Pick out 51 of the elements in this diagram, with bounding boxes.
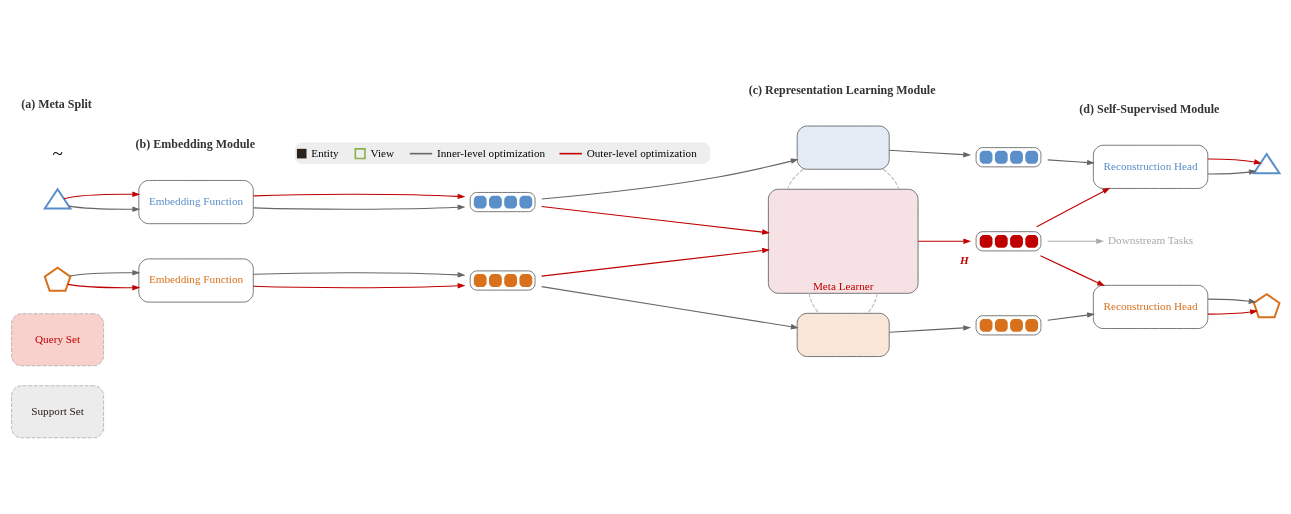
node-pentagon bbox=[1252, 292, 1281, 318]
legend-label: Entity bbox=[311, 146, 339, 159]
arrow bbox=[1047, 311, 1095, 321]
arrow bbox=[1207, 297, 1257, 304]
label: (c) Representation Learning Module bbox=[748, 82, 936, 97]
node-label: H bbox=[960, 253, 969, 266]
arrow bbox=[1036, 187, 1111, 227]
arrow bbox=[1207, 308, 1259, 315]
arrow bbox=[541, 285, 799, 329]
connector bbox=[787, 168, 804, 190]
node-box: Embedding Function bbox=[138, 179, 254, 224]
node-box: Support Set bbox=[11, 384, 104, 438]
label: ~ bbox=[52, 142, 63, 164]
arrow bbox=[888, 324, 972, 333]
arrow bbox=[1207, 168, 1257, 175]
arrow bbox=[63, 191, 141, 199]
node-box bbox=[796, 125, 890, 170]
arrow bbox=[252, 282, 466, 288]
arrow bbox=[68, 205, 141, 212]
legend-label: Inner-level optimization bbox=[436, 146, 546, 159]
connector bbox=[867, 292, 878, 314]
connector bbox=[882, 168, 900, 190]
arrow bbox=[541, 158, 799, 199]
node-box: Query Set bbox=[11, 312, 104, 366]
arrow bbox=[1047, 238, 1105, 244]
arrow bbox=[67, 283, 141, 290]
arrow bbox=[541, 205, 770, 235]
node-box: Reconstruction Head bbox=[1092, 144, 1209, 189]
node-box: Reconstruction Head bbox=[1092, 284, 1209, 329]
label: (b) Embedding Module bbox=[135, 136, 255, 151]
node-box: Meta Learner bbox=[767, 188, 919, 294]
arrow bbox=[69, 269, 141, 277]
arrow bbox=[917, 238, 972, 244]
arrow bbox=[1207, 158, 1262, 165]
arrow bbox=[1047, 158, 1095, 165]
node-box: Embedding Function bbox=[138, 258, 254, 302]
node-triangle bbox=[42, 186, 73, 209]
label: (d) Self-Supervised Module bbox=[1079, 101, 1220, 116]
connector bbox=[808, 292, 819, 314]
legend-label: View bbox=[370, 146, 395, 159]
node-box bbox=[796, 312, 890, 357]
node-text: Downstream Tasks bbox=[1108, 233, 1194, 246]
arrow bbox=[888, 149, 972, 157]
node-pentagon bbox=[43, 266, 72, 292]
arrow bbox=[541, 247, 770, 277]
arrow bbox=[252, 193, 466, 199]
arrow bbox=[1039, 254, 1105, 286]
legend-label: Outer-level optimization bbox=[586, 146, 697, 159]
arrow bbox=[252, 204, 466, 210]
arrow bbox=[252, 271, 466, 278]
label: (a) Meta Split bbox=[21, 96, 92, 111]
